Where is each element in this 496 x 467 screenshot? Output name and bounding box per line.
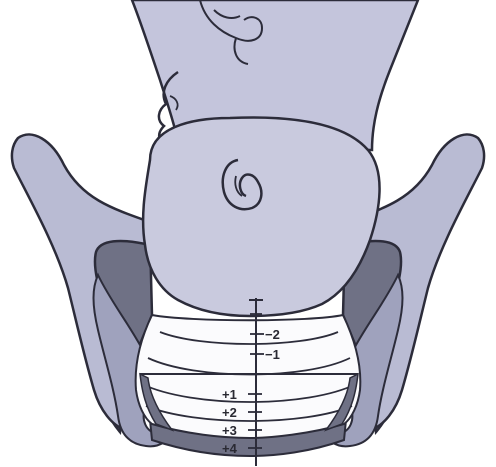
station-label-plus-2: +2	[222, 405, 237, 420]
pelvic-cavity	[136, 315, 361, 438]
station-label-plus-4: +4	[222, 441, 238, 456]
station-label-minus-1: −1	[265, 347, 280, 362]
station-planes	[136, 315, 361, 438]
station-label-plus-1: +1	[222, 387, 237, 402]
station-label-plus-3: +3	[222, 423, 237, 438]
fetal-head	[143, 117, 379, 316]
station-label-minus-2: −2	[265, 327, 280, 342]
